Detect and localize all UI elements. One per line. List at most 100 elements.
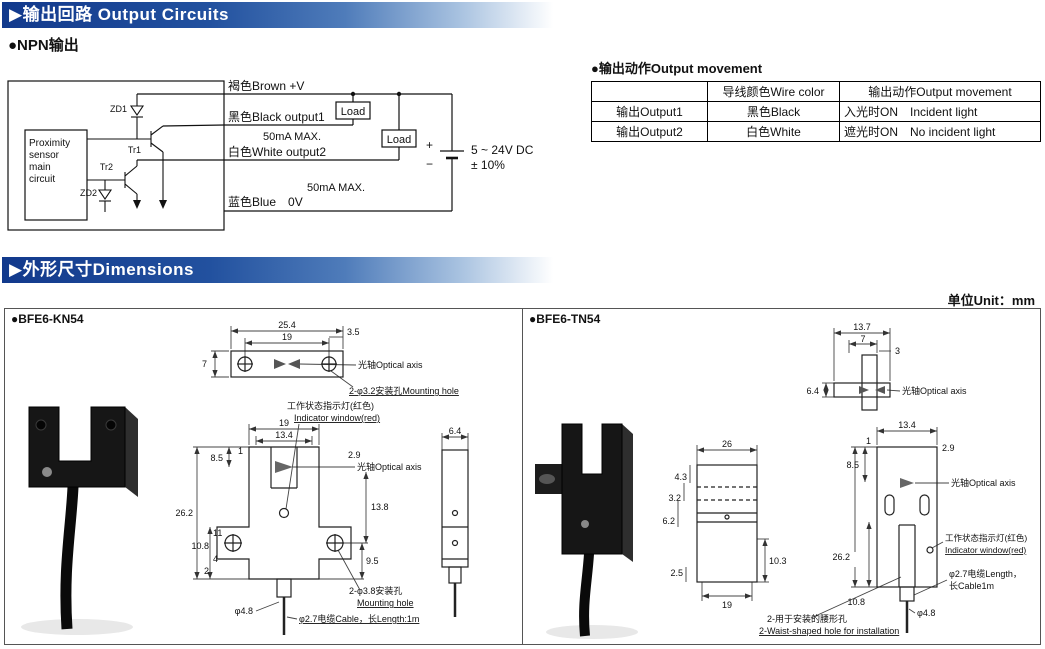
table-row-output1: 输出Output1 黑色Black 入光时ON Incident light — [591, 101, 1041, 122]
wire-label-white: 白色White output2 — [228, 144, 326, 159]
output-movement-table: 导线颜色Wire color 输出动作Output movement 输出Out… — [591, 81, 1041, 142]
dim-label: 10.8 — [191, 541, 209, 551]
tr1-label: Tr1 — [128, 145, 141, 155]
dim-label: 13.7 — [853, 322, 871, 332]
dimension-drawing-tn54: 13.7 7 3 6.4 光轴Optical axis 26 4.3 3.2 6… — [662, 322, 1027, 636]
sensor-cable — [60, 486, 79, 630]
output-movement-title: ●输出动作Output movement — [591, 61, 763, 76]
indicator-label: Indicator window(red) — [945, 545, 1026, 555]
zd1-label: ZD1 — [110, 104, 127, 114]
cell-output1-color: 黑色Black — [707, 101, 840, 122]
dim-label: 3.5 — [347, 327, 360, 337]
top-view-outline — [833, 354, 891, 411]
indicator-label: 工作状态指示灯(红色) — [287, 400, 374, 411]
wire-label-black: 黑色Black output1 — [228, 110, 325, 124]
cell-output2-action: 遮光时ON No incident light — [839, 121, 1041, 142]
indicator-label: Indicator window(red) — [294, 413, 380, 423]
dim-label: 3 — [895, 346, 900, 356]
cable-dia-label: φ4.8 — [235, 606, 253, 616]
sensor-body — [28, 406, 126, 488]
dim-label: 6.2 — [662, 516, 675, 526]
table-row-output2: 输出Output2 白色White 遮光时ON No incident ligh… — [591, 121, 1041, 142]
dim-label: 2.5 — [670, 568, 683, 578]
optical-axis-label: 光轴Optical axis — [951, 477, 1016, 488]
sensor-box-label: circuit — [29, 174, 55, 185]
cell-output1-action: 入光时ON Incident light — [839, 101, 1041, 122]
dimension-lines — [193, 326, 469, 620]
mounting-hole-label: 2-φ3.2安装孔Mounting hole — [349, 385, 459, 396]
mounting-hole — [105, 419, 117, 431]
dim-label: 7 — [860, 334, 865, 344]
dim-label: 26.2 — [832, 552, 850, 562]
dim-label: 1 — [866, 436, 871, 446]
supply-voltage-label: 5 ~ 24V DC — [471, 143, 534, 157]
dim-label: 13.4 — [275, 430, 293, 440]
max-current-label: 50mA MAX. — [307, 182, 365, 194]
dim-label: 8.5 — [210, 453, 223, 463]
mounting-hole-label: 2-φ3.8安装孔 — [349, 585, 402, 596]
dim-label: 2 — [204, 566, 209, 576]
front-view-outline — [876, 446, 938, 602]
cable-label: φ2.7电缆Cable，长Length:1m — [299, 613, 419, 624]
indicator-window — [581, 520, 589, 528]
optical-axis-arrow — [875, 386, 885, 394]
optical-axis-label: 光轴Optical axis — [358, 359, 423, 370]
panel-bfe6-tn54: ●BFE6-TN54 — [522, 309, 1040, 644]
side-view-outline — [696, 464, 758, 583]
supply-tolerance-label: ± 10% — [471, 158, 505, 172]
model-name-kn54: ●BFE6-KN54 — [11, 312, 84, 326]
table-header-output-movement: 输出动作Output movement — [839, 81, 1041, 102]
mounting-hole-label: Mounting hole — [357, 598, 414, 608]
dim-label: 25.4 — [278, 320, 296, 330]
optical-axis-arrow — [900, 478, 914, 488]
dim-label: 4 — [213, 554, 218, 564]
unit-label: 单位Unit：mm — [947, 293, 1035, 308]
top-view-outline — [230, 350, 344, 378]
battery-plus: + — [426, 138, 433, 152]
cell-output2-color: 白色White — [707, 121, 840, 142]
sensor-body — [561, 423, 623, 555]
front-view-outline — [216, 446, 352, 598]
dim-label: 11 — [213, 528, 222, 538]
side-view-outline — [441, 449, 469, 584]
output-movement-section: ●输出动作Output movement 导线颜色Wire color 输出动作… — [591, 58, 1041, 142]
dimensions-panels: ●BFE6-KN54 — [4, 308, 1041, 645]
dimension-lines — [677, 328, 949, 619]
npn-output-title: ●NPN输出 — [8, 37, 79, 54]
cell-output2-name: 输出Output2 — [591, 121, 708, 142]
panel-bfe6-kn54: ●BFE6-KN54 — [5, 309, 522, 644]
section-banner-output-circuits: ▶输出回路 Output Circuits — [2, 2, 1042, 28]
dim-label: 13.4 — [898, 420, 916, 430]
waist-hole-label: 2-Waist-shaped hole for installation — [759, 626, 899, 636]
product-photo-kn54 — [21, 406, 138, 635]
wire-label-brown: 褐色Brown +V — [228, 78, 304, 93]
cable-label: 长Cable1m — [949, 580, 994, 591]
load-label: Load — [387, 134, 411, 146]
model-name-tn54: ●BFE6-TN54 — [529, 312, 601, 326]
waist-hole-label: 2-用于安装的腰形孔 — [767, 613, 847, 624]
photo-shadow — [546, 625, 638, 639]
dim-label: 7 — [202, 359, 207, 369]
dim-label: 1 — [238, 446, 243, 456]
zd2-label: ZD2 — [80, 188, 97, 198]
dim-label: 10.3 — [769, 556, 787, 566]
sensor-box-label: main — [29, 162, 51, 173]
wire-label-blue: 蓝色Blue 0V — [228, 195, 303, 209]
optical-axis-arrow — [274, 359, 286, 369]
circuit-internal-components — [87, 94, 164, 212]
photo-shadow — [21, 619, 133, 635]
dim-label: 3.2 — [668, 493, 681, 503]
battery-minus: − — [426, 157, 433, 171]
circuit-wires — [7, 80, 464, 231]
cell-output1-name: 输出Output1 — [591, 101, 708, 122]
cable-dia-label: φ4.8 — [917, 608, 935, 618]
optical-axis-label: 光轴Optical axis — [902, 385, 967, 396]
sensor-box-label: sensor — [29, 150, 60, 161]
waist-hole — [539, 474, 555, 484]
sensor-box-label: Proximity — [29, 138, 70, 149]
dim-label: 13.8 — [371, 502, 389, 512]
mounting-hole — [35, 419, 47, 431]
dim-label: 6.4 — [449, 426, 462, 436]
optical-axis-label: 光轴Optical axis — [357, 461, 422, 472]
